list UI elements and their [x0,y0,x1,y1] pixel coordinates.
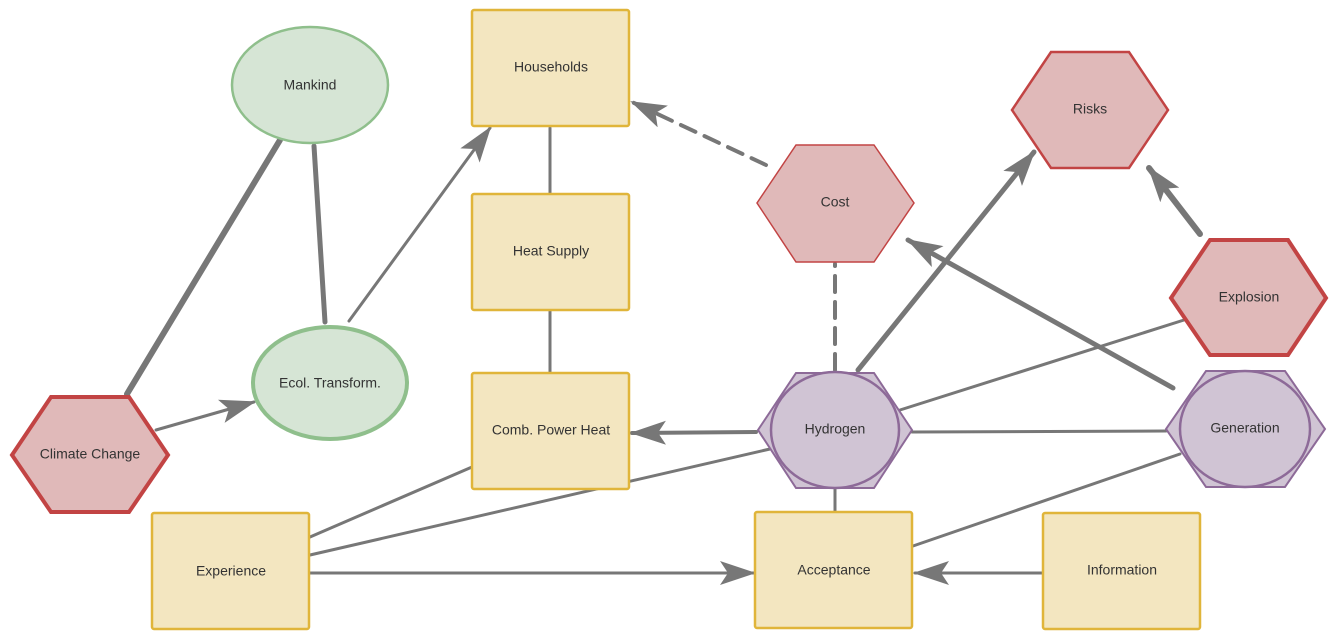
ecol-transform-label: Ecol. Transform. [279,375,381,391]
hydrogen-label: Hydrogen [805,421,866,437]
edge-hydrogen-generation [910,429,1168,434]
edge-experience-comb-power-heat [308,465,474,539]
experience-shape [150,511,311,631]
generation-label: Generation [1210,420,1279,436]
node-ecol-transform[interactable]: Ecol. Transform. [251,325,409,441]
edge-generation-cost [905,237,1176,391]
mankind-label: Mankind [284,77,337,93]
node-households[interactable]: Households [470,8,631,128]
node-hydrogen[interactable]: Hydrogen [756,370,914,490]
climate-change-shape [9,395,171,514]
information-label: Information [1087,562,1157,578]
node-acceptance[interactable]: Acceptance [753,510,914,630]
comb-power-heat-label: Comb. Power Heat [492,422,610,438]
edge-explosion-risks [1146,165,1203,237]
node-cost[interactable]: Cost [756,144,915,263]
edge-cost-households [630,100,768,167]
node-experience[interactable]: Experience [150,511,311,631]
hydrogen-ellipse [769,370,901,490]
edge-climate-change-mankind [124,137,283,397]
mankind-shape [230,25,390,145]
node-risks[interactable]: Risks [1010,50,1170,170]
node-generation[interactable]: Generation [1164,369,1327,489]
households-label: Households [514,59,588,75]
experience-label: Experience [196,563,266,579]
edge-experience-hydrogen [308,447,772,557]
node-climate-change[interactable]: Climate Change [9,395,171,514]
node-mankind[interactable]: Mankind [230,25,390,145]
climate-change-label: Climate Change [40,446,141,462]
heat-supply-shape [470,192,631,312]
acceptance-label: Acceptance [797,562,870,578]
risks-shape [1010,50,1170,170]
node-comb-power-heat[interactable]: Comb. Power Heat [470,371,631,491]
households-shape [470,8,631,128]
risks-label: Risks [1073,101,1107,117]
comb-power-heat-shape [470,371,631,491]
edges [124,100,1203,585]
generation-ellipse [1178,369,1312,489]
edge-hydrogen-comb-power-heat [630,420,758,445]
heat-supply-label: Heat Supply [513,243,589,259]
cost-label: Cost [821,194,850,210]
edge-generation-acceptance [911,452,1182,548]
node-heat-supply[interactable]: Heat Supply [470,192,631,312]
edge-mankind-ecol-transform [311,143,328,325]
acceptance-shape [753,510,914,630]
node-information[interactable]: Information [1041,511,1202,631]
edge-hydrogen-explosion [898,318,1186,412]
node-explosion[interactable]: Explosion [1168,238,1329,357]
information-shape [1041,511,1202,631]
edge-ecol-transform-households [347,126,492,323]
ecol-transform-shape [251,325,409,441]
cost-shape [756,144,915,263]
explosion-shape [1168,238,1329,357]
edge-climate-change-ecol-transform [154,399,256,432]
explosion-label: Explosion [1219,289,1280,305]
